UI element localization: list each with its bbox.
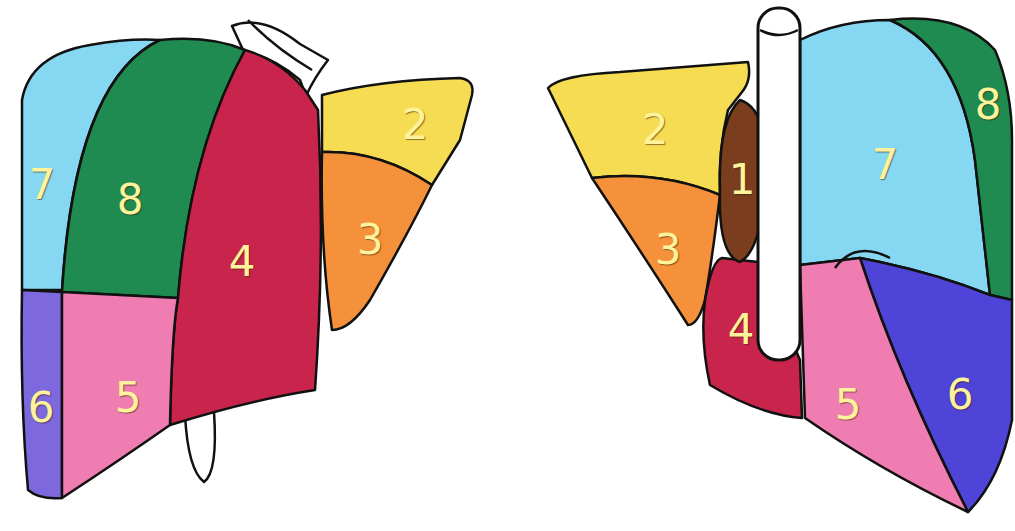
segment-number: 7 xyxy=(872,144,899,186)
segment-5 xyxy=(62,292,178,498)
posterior-view xyxy=(548,8,1012,512)
segment-number: 5 xyxy=(115,377,142,419)
segment-number: 4 xyxy=(229,241,256,283)
segment-4 xyxy=(170,50,321,425)
vena-cava-rim xyxy=(760,30,798,35)
segment-5 xyxy=(800,258,968,512)
segment-number: 3 xyxy=(357,219,384,261)
segment-number: 7 xyxy=(29,164,56,206)
segment-number: 6 xyxy=(947,374,974,416)
segment-number: 5 xyxy=(835,384,862,426)
segment-number: 1 xyxy=(729,159,756,201)
segment-3 xyxy=(592,176,720,325)
segment-number: 3 xyxy=(655,229,682,271)
segment-number: 8 xyxy=(975,84,1002,126)
segment-number: 4 xyxy=(728,309,755,351)
anterior-view xyxy=(22,20,473,498)
segment-number: 2 xyxy=(402,104,429,146)
fissure-line xyxy=(835,251,890,268)
vena-cava xyxy=(758,8,800,360)
segment-8 xyxy=(890,19,1012,300)
segment-3 xyxy=(322,152,432,330)
segment-number: 6 xyxy=(28,387,55,429)
segment-number: 2 xyxy=(642,109,669,151)
segment-number: 8 xyxy=(117,179,144,221)
segment-6 xyxy=(22,290,62,498)
gallbladder xyxy=(185,412,215,482)
